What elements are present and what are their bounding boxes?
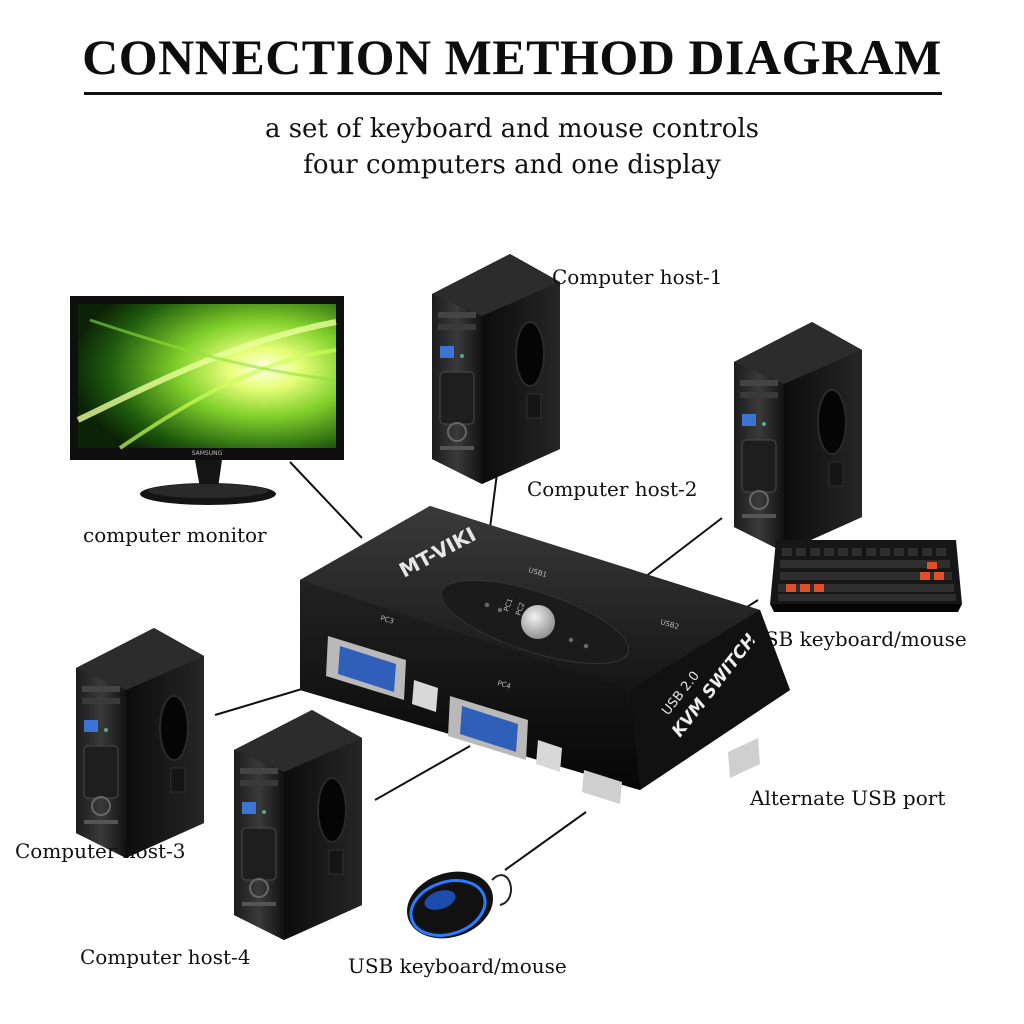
line-host4 [374, 745, 471, 801]
label-alternate-usb-port: Alternate USB port [750, 786, 946, 810]
mouse-image [407, 871, 513, 939]
usb-b-port-pc3 [412, 680, 438, 712]
subtitle-line-1: a set of keyboard and mouse controls [264, 114, 760, 144]
monitor-image: SAMSUNG [70, 296, 344, 505]
label-usb-mouse: USB keyboard/mouse [348, 954, 567, 978]
label-usb-keyboard: USB keyboard/mouse [748, 627, 967, 651]
computer-host-2-image [733, 321, 863, 553]
computer-host-3-image [75, 627, 205, 859]
computer-host-4-image [233, 709, 363, 941]
usb-b-port-pc4 [536, 740, 562, 772]
kvm-switch-image: MT-VIKI USB 2.0 KVM SWITCH PC1 PC2 PC3 P… [300, 506, 790, 804]
alternate-usb-port [728, 738, 760, 778]
subtitle-line-2: four computers and one display [303, 150, 721, 180]
keyboard-image [770, 540, 962, 612]
label-computer-host-2: Computer host-2 [527, 477, 698, 501]
port-label-pc3: PC3 [379, 614, 394, 625]
vga-port-pc3 [326, 636, 406, 700]
usb-a-port-front [582, 770, 622, 804]
label-computer-monitor: computer monitor [83, 523, 267, 547]
line-mouse [504, 811, 587, 871]
vga-port-pc4 [448, 696, 528, 760]
computer-host-1-image [431, 253, 561, 485]
label-computer-host-1: Computer host-1 [552, 265, 723, 289]
monitor-brand: SAMSUNG [192, 450, 223, 457]
label-computer-host-3: Computer host-3 [15, 839, 186, 863]
label-computer-host-4: Computer host-4 [80, 945, 251, 969]
port-label-pc4: PC4 [496, 679, 512, 691]
line-monitor [289, 461, 363, 539]
title-underline [84, 92, 942, 95]
page-title: CONNECTION METHOD DIAGRAM [82, 29, 942, 85]
